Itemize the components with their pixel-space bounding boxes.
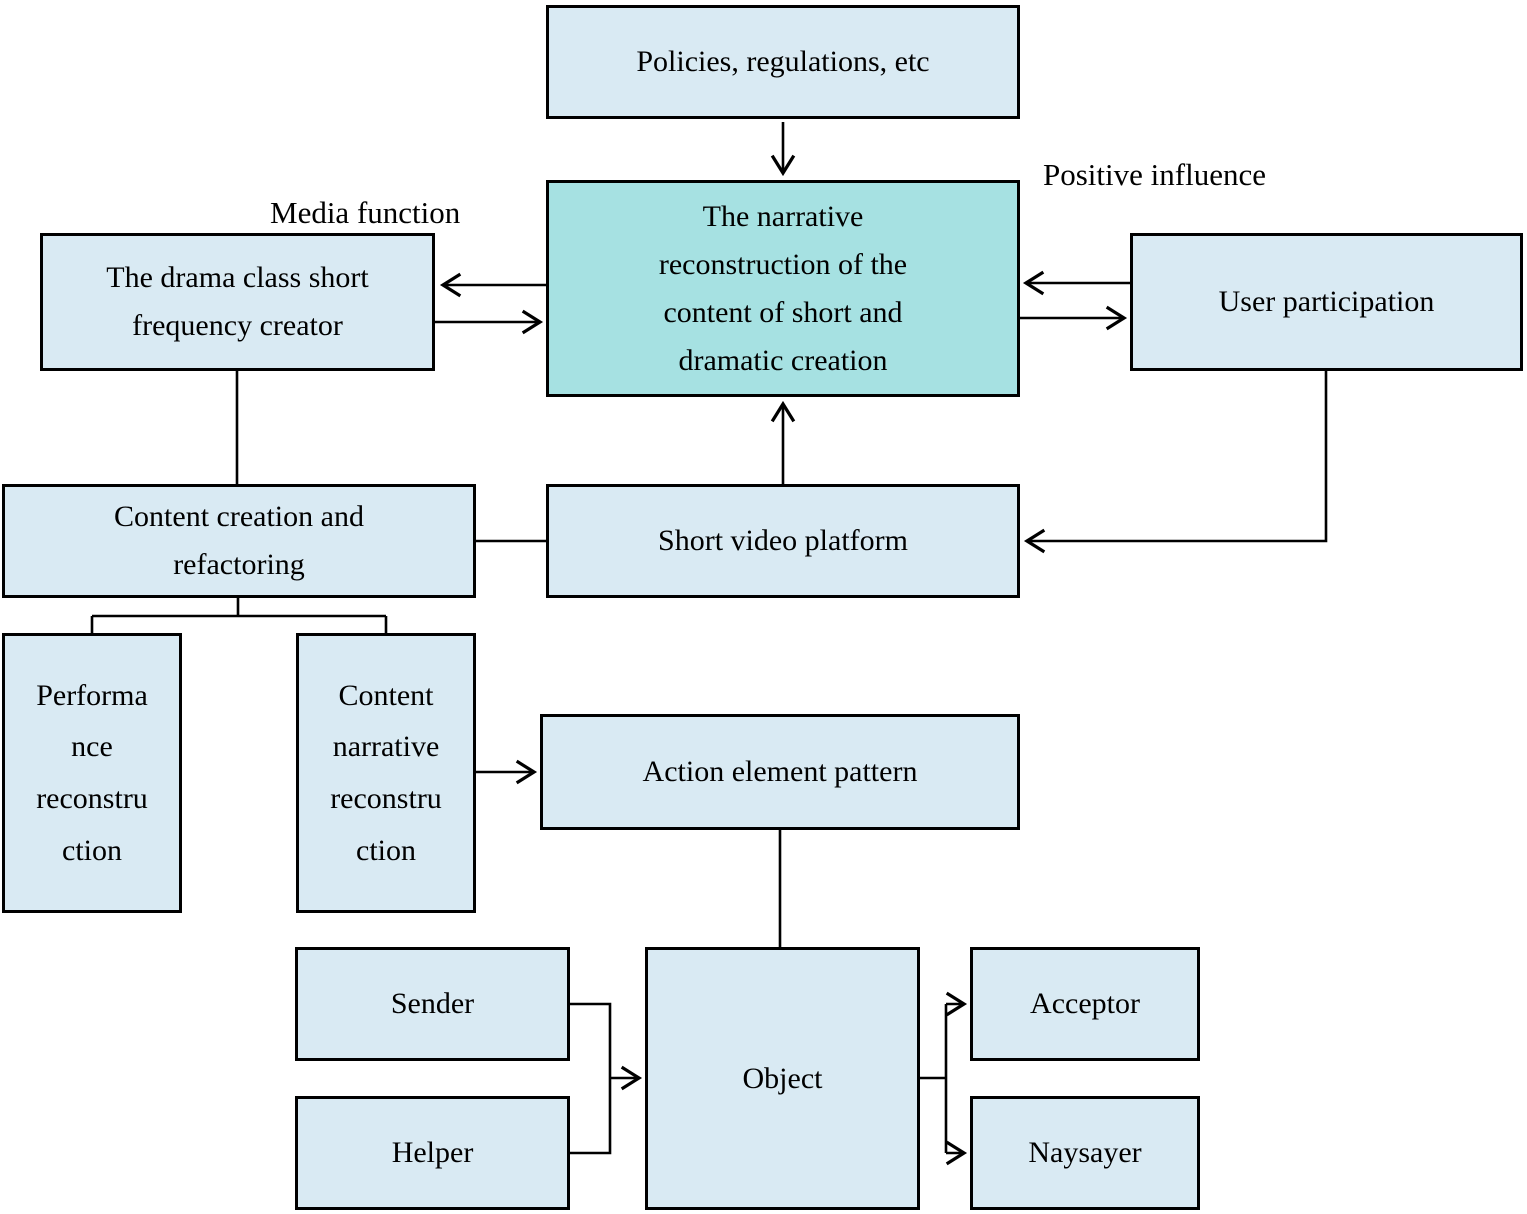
naysayer-box: Naysayer [970,1096,1200,1210]
positive-influence-label: Positive influence [1043,157,1266,192]
content-creation-box: Content creation and refactoring [2,484,476,598]
acceptor-box: Acceptor [970,947,1200,1061]
object-box: Object [645,947,920,1210]
short-video-platform-box: Short video platform [546,484,1020,598]
helper-box: Helper [295,1096,570,1210]
policies-box: Policies, regulations, etc [546,5,1020,119]
media-function-label: Media function [270,195,461,230]
performance-reconstruction-box: Performa nce reconstru ction [2,633,182,913]
branch-content-to-children [90,598,388,633]
arrow-user-to-platform [1023,371,1328,554]
narrative-reconstruction-box: The narrative reconstruction of the cont… [546,180,1020,397]
bracket-sender-helper [570,1002,612,1155]
action-element-pattern-box: Action element pattern [540,714,1020,830]
content-narrative-reconstruction-box: Content narrative reconstru ction [296,633,476,913]
drama-creator-box: The drama class short frequency creator [40,233,435,371]
sender-box: Sender [295,947,570,1061]
user-participation-box: User participation [1130,233,1523,371]
